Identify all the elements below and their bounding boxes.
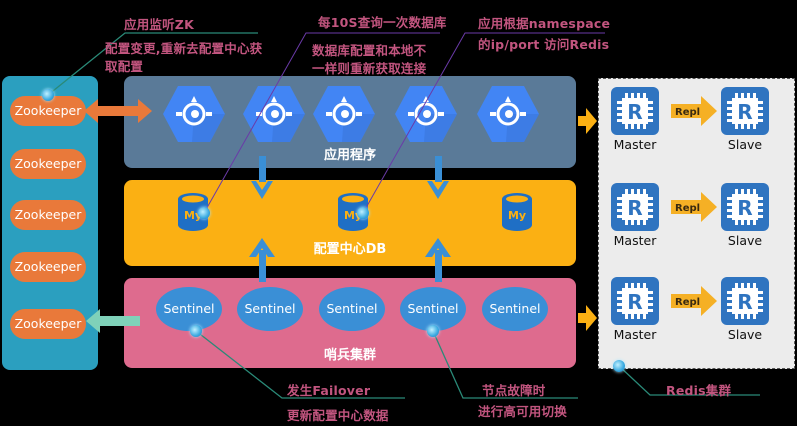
annotation-namespace-line2: 的ip/port 访问Redis (478, 37, 610, 52)
redis-master-icon[interactable]: R (611, 183, 659, 231)
annotation-failover-line2: 更新配置中心数据 (287, 408, 389, 423)
replication-arrow: Repl (671, 192, 717, 222)
redis-slave-icon[interactable]: R (721, 87, 769, 135)
sentinel-cluster-label: 哨兵集群 (323, 348, 376, 363)
annotation-db-diff-line2: 一样则重新获取连接 (312, 61, 427, 76)
svg-text:R: R (737, 100, 752, 124)
application-layer-panel: 应用程序 (124, 76, 576, 168)
zookeeper-node[interactable]: Zookeeper (10, 149, 86, 179)
callout-dot (613, 360, 625, 372)
app-engine-icon[interactable] (394, 84, 458, 144)
svg-text:R: R (627, 196, 642, 220)
svg-text:R: R (627, 290, 642, 314)
svg-text:R: R (627, 100, 642, 124)
redis-master-label: Master (613, 327, 657, 342)
callout-dot (198, 207, 210, 219)
redis-slave-icon[interactable]: R (721, 277, 769, 325)
svg-text:My: My (184, 209, 202, 222)
redis-master-label: Master (613, 233, 657, 248)
redis-cluster-label: Redis集群 (666, 383, 732, 398)
config-db-label: 配置中心DB (313, 242, 387, 257)
sentinel-cluster-panel: Sentinel Sentinel Sentinel Sentinel Sent… (124, 278, 576, 368)
redis-master-label: Master (613, 137, 657, 152)
zookeeper-node[interactable]: Zookeeper (10, 309, 86, 339)
sentinel-to-redis-arrow (578, 305, 597, 331)
replication-arrow: Repl (671, 286, 717, 316)
zookeeper-node[interactable]: Zookeeper (10, 200, 86, 230)
redis-slave-label: Slave (727, 137, 763, 152)
redis-slave-label: Slave (727, 327, 763, 342)
sentinel-node[interactable]: Sentinel (156, 287, 222, 331)
annotation-namespace-line1: 应用根据namespace (478, 16, 611, 31)
sentinel-node[interactable]: Sentinel (482, 287, 548, 331)
callout-dot (427, 325, 439, 337)
annotation-poll: 每10S查询一次数据库 (318, 15, 447, 30)
annotation-node-fail-line2: 进行高可用切换 (478, 404, 567, 419)
redis-slave-icon[interactable]: R (721, 183, 769, 231)
annotation-zk-watch: 应用监听ZK (124, 17, 194, 32)
zookeeper-cluster-panel: Zookeeper Zookeeper Zookeeper Zookeeper … (2, 76, 98, 370)
callout-dot (190, 325, 202, 337)
annotation-zk-change-line1: 配置变更,重新去配置中心获 (105, 41, 263, 56)
sentinel-node[interactable]: Sentinel (237, 287, 303, 331)
replication-arrow: Repl (671, 96, 717, 126)
zookeeper-node[interactable]: Zookeeper (10, 96, 86, 126)
callout-dot (357, 207, 369, 219)
annotation-node-fail-line1: 节点故障时 (482, 383, 546, 398)
app-engine-icon[interactable] (312, 84, 376, 144)
callout-dot (42, 89, 54, 101)
zookeeper-node[interactable]: Zookeeper (10, 252, 86, 282)
application-layer-label: 应用程序 (323, 148, 376, 163)
svg-text:Repl: Repl (675, 297, 700, 308)
app-to-redis-arrow (578, 108, 597, 134)
app-engine-icon[interactable] (476, 84, 540, 144)
redis-master-icon[interactable]: R (611, 277, 659, 325)
annotation-failover-line1: 发生Failover (287, 383, 371, 398)
svg-text:Repl: Repl (675, 107, 700, 118)
app-engine-icon[interactable] (242, 84, 306, 144)
svg-text:R: R (737, 290, 752, 314)
mysql-database-icon[interactable]: My (500, 192, 534, 232)
sentinel-node[interactable]: Sentinel (319, 287, 385, 331)
sentinel-node[interactable]: Sentinel (400, 287, 466, 331)
redis-slave-label: Slave (727, 233, 763, 248)
annotation-db-diff-line1: 数据库配置和本地不 (312, 43, 427, 58)
svg-text:Repl: Repl (675, 203, 700, 214)
redis-master-icon[interactable]: R (611, 87, 659, 135)
annotation-zk-change-line2: 取配置 (105, 59, 144, 74)
svg-text:My: My (508, 209, 526, 222)
app-engine-icon[interactable] (162, 84, 226, 144)
svg-text:R: R (737, 196, 752, 220)
